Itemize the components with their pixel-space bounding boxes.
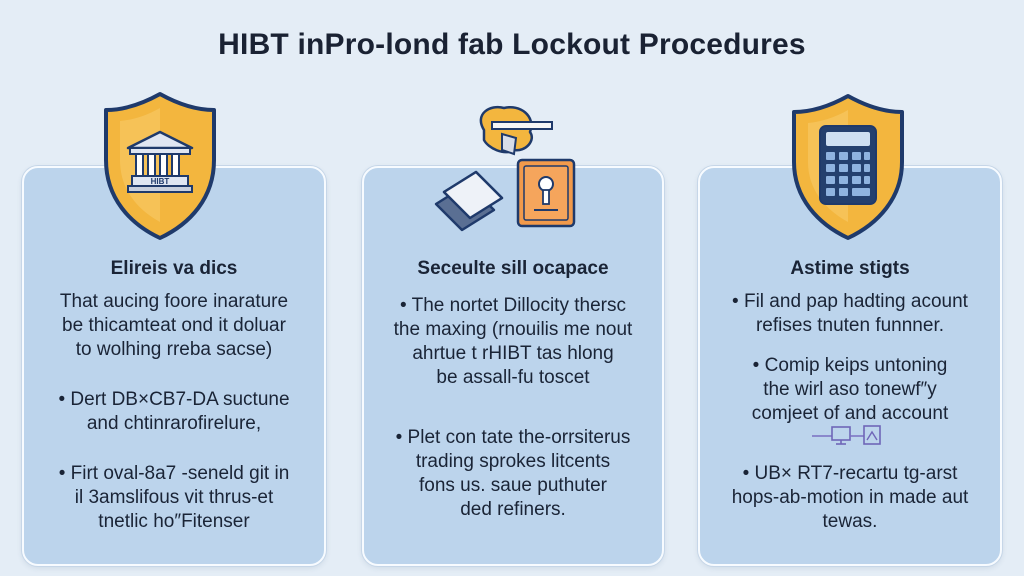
text-line: trading sprokes litcents: [415, 451, 611, 472]
text-line: the maxing (rnouilis me nout: [393, 319, 633, 340]
bullet-item: UB× RT7-recartu tg-arst hops-ab-motion i…: [708, 462, 992, 534]
shield-calculator-icon: [792, 94, 904, 240]
text-line: Dert DB×CB7-DA suctune: [32, 388, 316, 412]
card-heading: Astime stigts: [790, 258, 910, 279]
bullet-item: Plet con tate the-orrsiterus trading spr…: [372, 426, 654, 522]
text-line: be assall-fu toscet: [436, 367, 590, 388]
bullet-item: Firt oval-8a7 -seneld git in il 3amslifo…: [32, 462, 316, 534]
bullet-item: Comip keips untoning the wirl aso tonewf…: [708, 354, 992, 448]
card-body: Fil and pap hadting acount refises tnute…: [708, 290, 992, 560]
card-paragraph: That aucing foore inarature be thicamtea…: [32, 290, 316, 362]
text-line: fons us. saue puthuter: [418, 475, 607, 496]
text-line: tnetlic ho″Fitenser: [98, 511, 250, 532]
card-heading: Seceulte sill ocapace: [417, 258, 609, 279]
text-line: il 3amslifous vit thrus-et: [74, 487, 274, 508]
bullet-item: Dert DB×CB7-DA suctune and chtinrarofire…: [32, 388, 316, 436]
text-line: refises tnuten funnner.: [755, 315, 944, 336]
text-line: be thicamteat ond it doluar: [62, 315, 286, 336]
text-line: The nortet Dillocity thersc: [372, 294, 654, 318]
bullet-item: The nortet Dillocity thersc the maxing (…: [372, 294, 654, 390]
text-line: ded refiners.: [460, 499, 566, 520]
shield-bank-icon: HIBT: [104, 92, 216, 240]
card-body: That aucing foore inarature be thicamtea…: [32, 290, 316, 560]
text-line: Firt oval-8a7 -seneld git in: [32, 462, 316, 486]
text-line: Fil and pap hadting acount: [708, 290, 992, 314]
bank-badge-text: HIBT: [151, 177, 170, 186]
text-line: tewas.: [822, 511, 878, 532]
text-line: UB× RT7-recartu tg-arst: [708, 462, 992, 486]
text-line: Plet con tate the-orrsiterus: [372, 426, 654, 450]
text-line: and chtinrarofirelure,: [86, 413, 262, 434]
text-line: Comip keips untoning: [708, 354, 992, 378]
bullet-item: Fil and pap hadting acount refises tnute…: [708, 290, 992, 338]
text-line: to wolhing rreba sacse): [75, 339, 273, 360]
lock-safe-icon: [434, 105, 576, 232]
procedure-card-2: Seceulte sill ocapace The nortet Dilloci…: [362, 166, 664, 566]
text-line: ahrtue t rHIBT tas hlong: [412, 343, 614, 364]
monitor-document-icon: [812, 425, 881, 445]
text-line: comjeet of and account: [751, 403, 949, 424]
text-line: the wirl aso tonewf″y: [763, 379, 937, 400]
text-line: That aucing foore inarature: [59, 291, 289, 312]
card-body: The nortet Dillocity thersc the maxing (…: [372, 294, 654, 548]
procedure-card-3: Astime stigts Fil and pap hadting acount…: [698, 166, 1002, 566]
text-line: hops-ab-motion in made aut: [731, 487, 969, 508]
card-heading: Elireis va dics: [110, 258, 238, 279]
page-title: HIBT inPro-lond fab Lockout Procedures: [218, 28, 806, 61]
